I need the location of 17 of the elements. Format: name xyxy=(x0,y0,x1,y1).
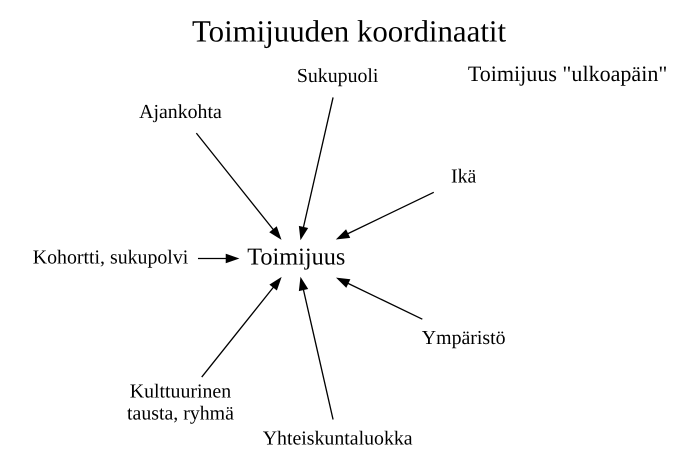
node-text: Sukupuoli xyxy=(296,65,378,88)
node-text: Toimijuus xyxy=(246,244,345,271)
node-text: Ympäristö xyxy=(421,326,506,349)
arrow xyxy=(335,192,434,240)
arrow xyxy=(298,276,334,420)
node-text: Kulttuurinen tausta, ryhmä xyxy=(126,380,234,425)
node-text: Ikä xyxy=(450,166,476,188)
diagram-title: Toimijuuden koordinaatit xyxy=(191,14,506,49)
arrow xyxy=(298,97,334,240)
arrow xyxy=(195,132,282,240)
node-text: Ajankohta xyxy=(138,101,222,124)
arrow xyxy=(197,254,239,264)
node-text: Yhteiskuntaluokka xyxy=(262,427,412,450)
label: Toimijuus "ulkoapäin" xyxy=(467,60,667,86)
arrow xyxy=(336,278,422,320)
node-text: Kohortti, sukupolvi xyxy=(32,246,188,268)
arrow xyxy=(200,276,282,378)
